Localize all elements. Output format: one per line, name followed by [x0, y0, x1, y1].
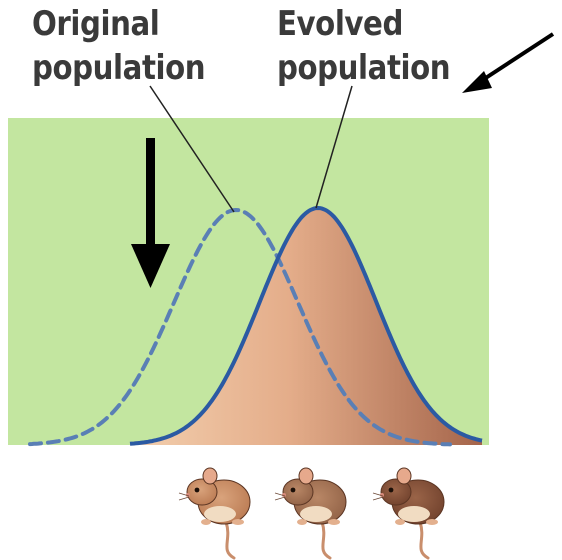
light-mouse-icon — [179, 468, 250, 558]
medium-mouse-icon — [275, 468, 346, 558]
dark-mouse-icon — [373, 468, 444, 558]
pointer-arrow-icon — [462, 34, 553, 93]
